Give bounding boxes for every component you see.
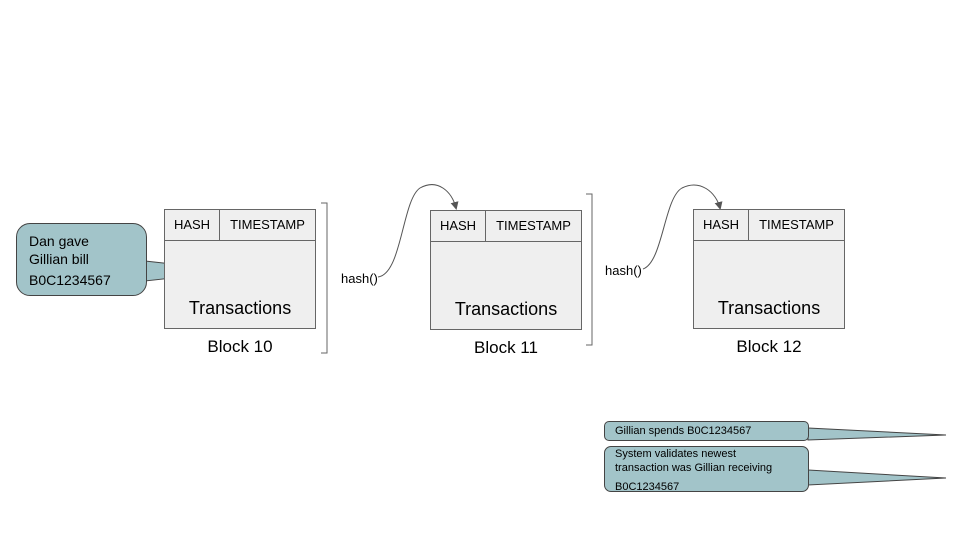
hash-field: HASH <box>431 211 486 241</box>
callout-system-validates: System validates newest transaction was … <box>604 446 809 493</box>
arrow-hash-to-block-11 <box>377 184 459 278</box>
block-10-label: Block 10 <box>207 337 273 356</box>
hash-function-label: hash() <box>341 271 378 286</box>
callout-line: Dan gave <box>29 233 89 249</box>
callout-dan-gave-gillian: Dan gave Gillian bill B0C1234567 <box>16 223 147 296</box>
callout-spend-tail <box>807 427 947 441</box>
hash-field: HASH <box>165 210 220 240</box>
bracket-block-10 <box>321 202 328 354</box>
arrow-hash-to-block-12 <box>642 184 723 270</box>
block-header: HASH TIMESTAMP <box>694 210 844 241</box>
callout-line: System validates newest <box>615 448 737 460</box>
block-11: HASH TIMESTAMP Transactions <box>430 210 582 330</box>
block-12: HASH TIMESTAMP Transactions <box>693 209 845 329</box>
block-header: HASH TIMESTAMP <box>165 210 315 241</box>
transactions-label: Transactions <box>717 298 821 318</box>
block-10: HASH TIMESTAMP Transactions <box>164 209 316 329</box>
block-header: HASH TIMESTAMP <box>431 211 581 242</box>
callout-line: transaction was Gillian receiving <box>615 462 773 474</box>
hash-function-label: hash() <box>605 263 642 278</box>
timestamp-field: TIMESTAMP <box>230 217 305 232</box>
block-11-label: Block 11 <box>474 338 538 357</box>
transactions-label: Transactions <box>454 299 558 319</box>
callout-line: Gillian bill <box>29 251 89 267</box>
bracket-block-11 <box>586 193 593 346</box>
callout-validate-tail <box>807 469 947 486</box>
block-12-label: Block 12 <box>736 337 802 356</box>
callout-text: Gillian spends B0C1234567 <box>615 425 752 437</box>
timestamp-field: TIMESTAMP <box>759 217 834 232</box>
callout-gillian-spends: Gillian spends B0C1234567 <box>604 421 809 441</box>
callout-line: B0C1234567 <box>29 272 111 288</box>
hash-field: HASH <box>694 210 749 240</box>
transactions-label: Transactions <box>188 298 292 318</box>
timestamp-field: TIMESTAMP <box>496 218 571 233</box>
callout-line: B0C1234567 <box>615 481 680 493</box>
